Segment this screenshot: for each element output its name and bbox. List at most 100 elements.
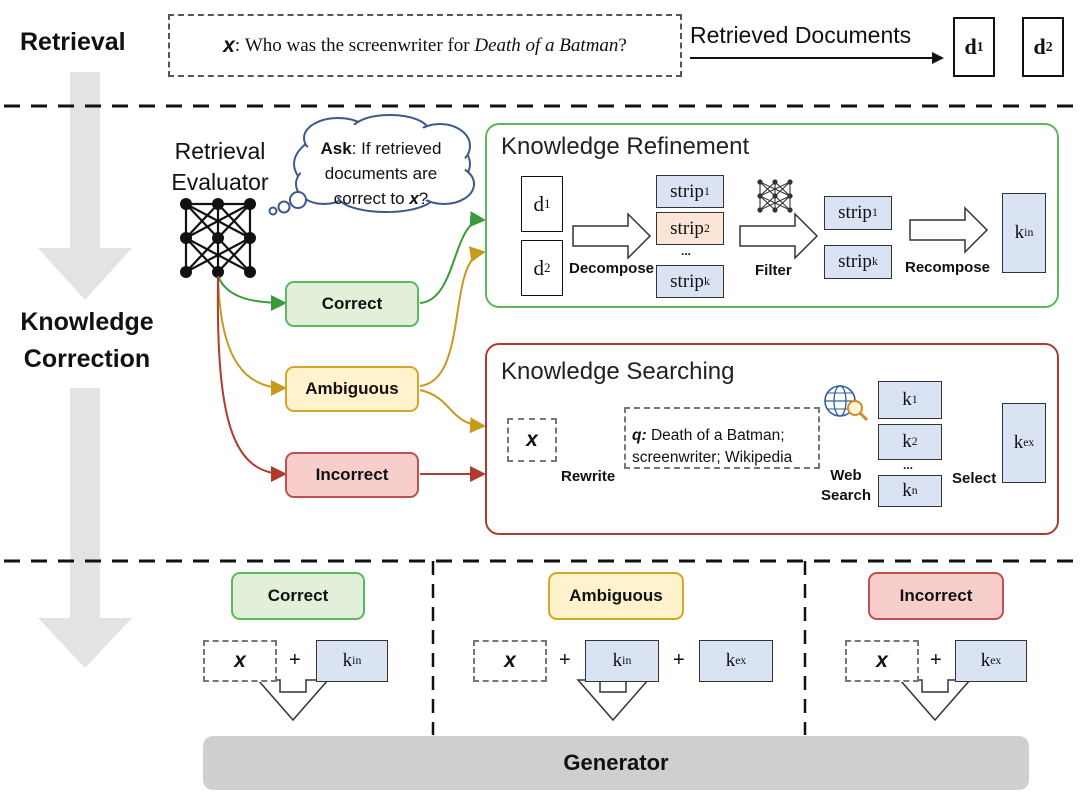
- thought-cloud-text: Ask: If retrieved documents are correct …: [300, 136, 462, 211]
- q-line1: Death of a Batman;: [650, 427, 785, 444]
- ask-line1: : If retrieved: [351, 139, 442, 158]
- gen-ambiguous-label: Ambiguous: [548, 572, 684, 620]
- gen-ambiguous-k2: k: [725, 650, 736, 671]
- select-label: Select: [952, 470, 997, 487]
- correct-down-arrow: [256, 679, 330, 722]
- doc-1-letter: d: [964, 34, 977, 59]
- query-variable: x: [223, 33, 235, 57]
- gen-ambiguous-x: x: [473, 640, 547, 682]
- stage-label-line2: Correction: [23, 345, 151, 373]
- kex-letter: k: [1013, 432, 1024, 453]
- ask-line2: documents are: [324, 164, 438, 183]
- gen-ambiguous-k1-sub: in: [622, 654, 632, 667]
- query-text: Who was the screenwriter for: [244, 34, 470, 56]
- rewritten-query-line1: q: Death of a Batman;: [632, 425, 818, 447]
- retrieved-arrow: [690, 52, 944, 64]
- filtered-strip-k-sub: k: [871, 255, 878, 268]
- strip-ellipsis: ...: [681, 244, 692, 258]
- filter-network-icon: [757, 179, 793, 213]
- ask-keyword: Ask: [320, 139, 352, 158]
- stage-label-retrieval: Retrieval: [20, 28, 126, 56]
- stage-arrow-head-bottom: [38, 618, 132, 668]
- filter-arrow: [739, 212, 819, 260]
- connector-ambiguous-to-searching: [419, 389, 486, 434]
- gen-correct-k: k: [342, 650, 353, 671]
- k2-letter: k: [902, 431, 912, 452]
- k1-letter: k: [902, 389, 912, 410]
- rewrite-label: Rewrite: [561, 468, 616, 485]
- q-label: q:: [632, 427, 647, 444]
- gen-incorrect-x: x: [845, 640, 919, 682]
- gen-incorrect-label: Incorrect: [868, 572, 1004, 620]
- decompose-label: Decompose: [569, 260, 655, 277]
- result-ellipsis: ...: [903, 458, 914, 472]
- knowledge-refinement-title: Knowledge Refinement: [501, 133, 750, 160]
- query-title: Death of a Batman: [474, 34, 619, 56]
- connector-to-correct: [217, 275, 287, 311]
- ambiguous-down-arrow: [576, 679, 650, 722]
- stage-label-line1: Knowledge: [20, 308, 154, 336]
- gen-incorrect-plus: +: [930, 649, 942, 671]
- doc-1-sub: 1: [976, 39, 984, 54]
- k2-sub: 2: [911, 435, 918, 448]
- rewritten-query-box: q: Death of a Batman; screenwriter; Wiki…: [624, 407, 820, 469]
- refine-doc-2-letter: d: [533, 255, 544, 280]
- evaluator-line2: Evaluator: [171, 169, 269, 195]
- gen-ambiguous-plus-1: +: [559, 649, 571, 671]
- action-ambiguous: Ambiguous: [285, 366, 419, 412]
- filtered-strip-1-sub: 1: [871, 206, 878, 219]
- knowledge-refinement-panel: [485, 123, 1059, 308]
- strip-2-text: strip: [670, 217, 704, 239]
- gen-ambiguous-k2-sub: ex: [735, 654, 747, 667]
- filtered-strip-1-text: strip: [838, 202, 872, 223]
- doc-2-sub: 2: [1045, 39, 1053, 54]
- action-correct: Correct: [285, 281, 419, 327]
- strip-2-sub: 2: [703, 221, 710, 235]
- refine-doc-1-sub: 1: [543, 196, 551, 211]
- knowledge-searching-title: Knowledge Searching: [501, 358, 735, 385]
- connector-to-ambiguous: [217, 275, 287, 396]
- ask-var: x: [409, 189, 419, 208]
- cloud-line1: Ask: If retrieved: [321, 136, 442, 161]
- retrieval-evaluator-label: Retrieval Evaluator: [152, 136, 288, 198]
- query-end: ?: [618, 34, 627, 56]
- connector-to-incorrect: [216, 275, 287, 482]
- gen-correct-x: x: [203, 640, 277, 682]
- gen-correct-label: Correct: [231, 572, 365, 620]
- kin-sub: in: [1024, 226, 1034, 239]
- strip-k-sub: k: [703, 274, 710, 288]
- incorrect-down-arrow: [898, 679, 972, 722]
- gen-ambiguous-plus-2: +: [673, 649, 685, 671]
- web-search-icon: [824, 385, 869, 422]
- ask-line3: correct to: [333, 189, 410, 208]
- k1-sub: 1: [911, 393, 918, 406]
- recompose-arrow: [909, 206, 989, 254]
- gen-correct-plus: +: [289, 649, 301, 671]
- search-query-x: x: [507, 418, 557, 462]
- ask-end: ?: [418, 189, 429, 208]
- recompose-label: Recompose: [905, 259, 991, 276]
- refine-doc-1-letter: d: [533, 191, 544, 216]
- query-colon: :: [234, 34, 241, 56]
- q-line2: screenwriter; Wikipedia: [632, 449, 793, 466]
- kn-sub: n: [911, 484, 918, 497]
- connector-ambiguous-to-refinement: [419, 246, 486, 387]
- filter-label: Filter: [755, 262, 792, 279]
- web-search-label: Web Search: [818, 466, 874, 506]
